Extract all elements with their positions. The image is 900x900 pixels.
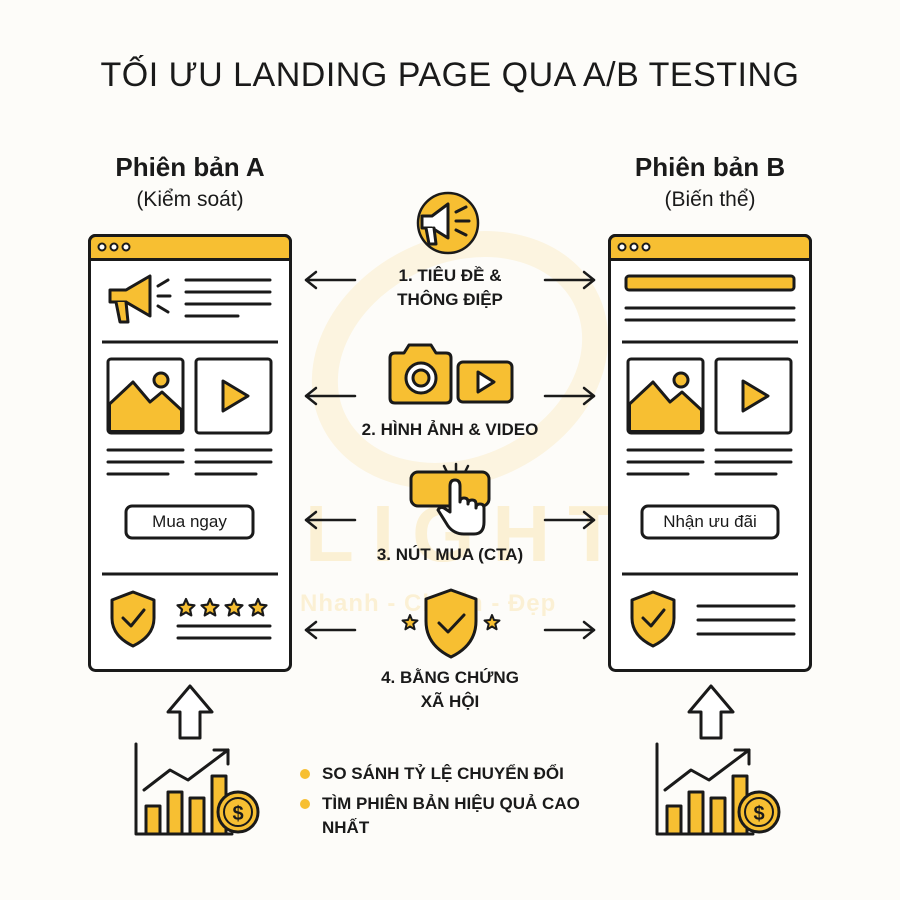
click-button-icon xyxy=(409,462,491,536)
shield-check-icon xyxy=(630,590,676,648)
rating-stars-icon xyxy=(176,597,268,617)
version-b-title: Phiên bản B xyxy=(634,152,786,182)
step-2-label: 2. HÌNH ẢNH & VIDEO xyxy=(361,420,539,439)
cta-button-a-label: Mua ngay xyxy=(152,512,227,531)
landing-page-b-window xyxy=(608,234,812,672)
arrow-left-icon xyxy=(304,510,357,530)
arrow-up-icon xyxy=(166,684,214,740)
arrow-left-icon xyxy=(304,270,357,290)
landing-page-a-window xyxy=(88,234,292,672)
camera-video-icon xyxy=(388,343,514,405)
arrow-right-icon xyxy=(543,270,596,290)
list-item: TÌM PHIÊN BẢN HIỆU QUẢ CAO NHẤT xyxy=(300,792,620,840)
shield-check-icon xyxy=(110,590,156,648)
svg-text:$: $ xyxy=(753,803,764,825)
version-a-subtitle: (Kiểm soát) xyxy=(136,188,244,211)
video-placeholder-icon xyxy=(714,357,793,435)
arrow-right-icon xyxy=(543,386,596,406)
list-item: SO SÁNH TỶ LỆ CHUYỂN ĐỔI xyxy=(300,762,620,786)
version-b-subtitle: (Biến thể) xyxy=(664,188,756,211)
step-4-label: 4. BẰNG CHỨNG XÃ HỘI xyxy=(381,668,519,711)
cta-button-a[interactable]: Mua ngay xyxy=(126,506,253,538)
video-placeholder-icon xyxy=(194,357,273,435)
shield-stars-icon xyxy=(401,588,501,659)
megaphone-icon xyxy=(416,191,480,255)
arrow-left-icon xyxy=(304,620,357,640)
window-dots-icon xyxy=(617,242,651,252)
arrow-right-icon xyxy=(543,510,596,530)
growth-chart-coin-icon: $ xyxy=(655,742,781,836)
cta-button-b-label: Nhận ưu đãi xyxy=(663,512,757,531)
growth-chart-coin-icon: $ xyxy=(134,742,260,836)
version-a-title: Phiên bản A xyxy=(115,152,265,182)
arrow-up-icon xyxy=(687,684,735,740)
svg-text:$: $ xyxy=(232,803,243,825)
bullet-dot-icon xyxy=(300,799,310,809)
step-3-label: 3. NÚT MUA (CTA) xyxy=(376,545,524,564)
bullet-dot-icon xyxy=(300,769,310,779)
image-placeholder-icon xyxy=(626,357,705,435)
image-placeholder-icon xyxy=(106,357,185,435)
window-dots-icon xyxy=(97,242,131,252)
arrow-left-icon xyxy=(304,386,357,406)
step-1-label: 1. TIÊU ĐỀ & THÔNG ĐIỆP xyxy=(397,266,503,309)
arrow-right-icon xyxy=(543,620,596,640)
page-title: TỐI ƯU LANDING PAGE QUA A/B TESTING xyxy=(100,56,800,94)
megaphone-icon xyxy=(108,274,172,324)
cta-button-b[interactable]: Nhận ưu đãi xyxy=(642,506,778,538)
conclusion-list: SO SÁNH TỶ LỆ CHUYỂN ĐỔI TÌM PHIÊN BẢN H… xyxy=(300,762,620,846)
